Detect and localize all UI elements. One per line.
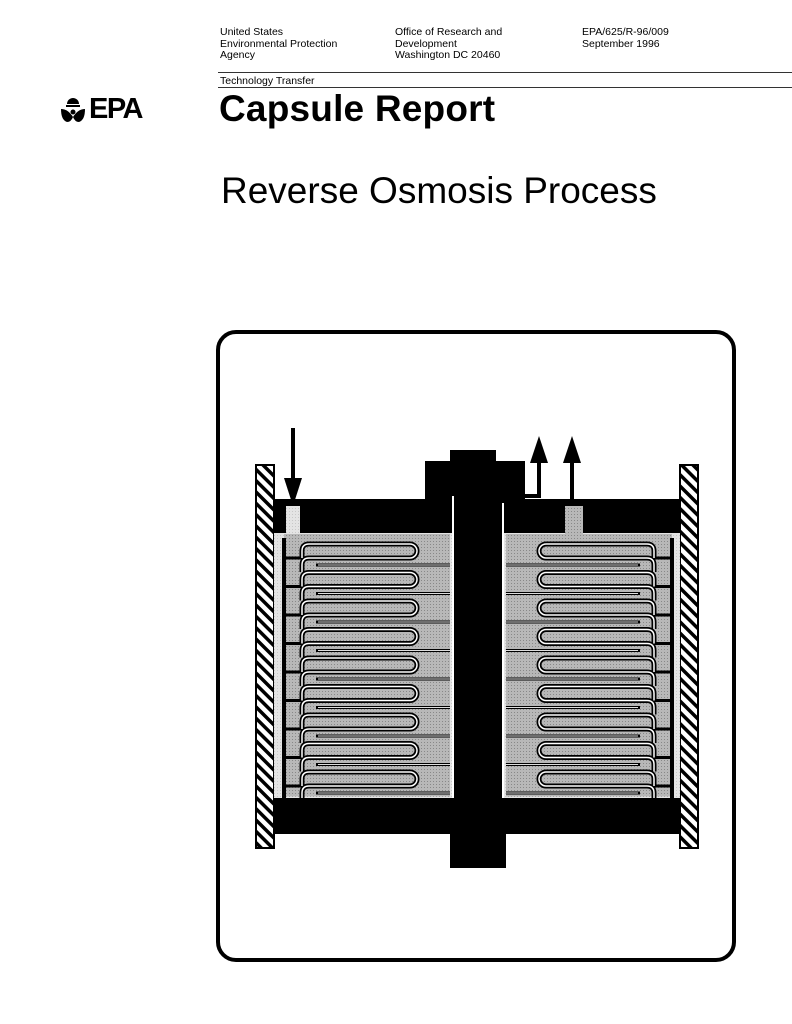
membrane-leaf [284, 769, 450, 800]
membrane-leaf [284, 541, 450, 572]
header-rule [218, 72, 792, 73]
membrane-leaf [506, 712, 672, 743]
membrane-leaf [506, 598, 672, 629]
right-wall [679, 464, 699, 849]
membrane-stack-left [282, 534, 450, 805]
membrane-leaf [506, 655, 672, 686]
epa-wordmark: EPA [89, 93, 143, 125]
membrane-leaf [284, 741, 450, 772]
agency-name: United States Environmental Protection A… [220, 26, 338, 62]
membrane-leaf [506, 541, 672, 572]
office-line: Office of Research and [395, 26, 503, 38]
left-wall [255, 464, 275, 849]
membrane-leaf [284, 627, 450, 658]
brine-region [506, 534, 672, 797]
report-number: EPA/625/R-96/009 September 1996 [582, 26, 669, 50]
membrane-leaf [284, 684, 450, 715]
brine-region [284, 534, 450, 797]
page-subtitle: Reverse Osmosis Process [221, 170, 657, 211]
permeate-arrow [519, 436, 548, 498]
office-name: Office of Research and Development Washi… [395, 26, 503, 62]
epa-logo: EPA [60, 93, 143, 126]
membrane-stack-right [506, 534, 674, 805]
series-label: Technology Transfer [220, 75, 315, 87]
epa-flower-icon [61, 97, 85, 122]
reverse-osmosis-diagram [214, 328, 738, 969]
page-title: Capsule Report [219, 88, 496, 129]
membrane-leaf [284, 712, 450, 743]
membrane-leaf [284, 570, 450, 601]
membrane-leaf [506, 627, 672, 658]
feed-arrow [284, 428, 302, 506]
series-rule [218, 87, 792, 88]
office-line: Development [395, 37, 457, 50]
report-date: September 1996 [582, 37, 660, 50]
membrane-leaf [506, 684, 672, 715]
concentrate-arrow [563, 436, 581, 506]
agency-line: United States [220, 26, 284, 38]
membrane-leaf [506, 769, 672, 800]
membrane-leaf [284, 598, 450, 629]
membrane-leaf [284, 655, 450, 686]
membrane-leaf [506, 741, 672, 772]
membrane-leaf [506, 570, 672, 601]
agency-line: Environmental Protection [220, 37, 338, 50]
office-line: Washington DC 20460 [395, 49, 501, 61]
report-id: EPA/625/R-96/009 [582, 26, 669, 38]
bottom-stem [450, 828, 506, 868]
agency-line: Agency [220, 49, 256, 61]
